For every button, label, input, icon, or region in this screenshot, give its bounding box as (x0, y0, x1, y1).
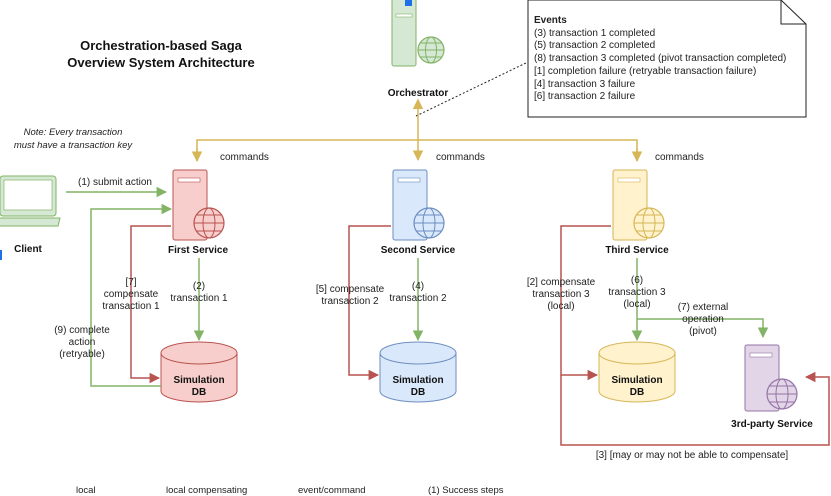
compensate-2-line2: transaction 2 (321, 296, 379, 307)
event-item: [1] completion failure (retryable transa… (534, 66, 756, 77)
first-db-label-line2: DB (192, 387, 206, 398)
commands-label-third: commands (655, 152, 704, 163)
external-operation-line2: operation (682, 314, 724, 325)
note-connector (415, 61, 529, 117)
event-item: [6] transaction 2 failure (534, 91, 636, 102)
second-db-label-line1: Simulation (392, 375, 443, 386)
compensate-2-line1: [5] compensate (316, 284, 385, 295)
note-line2: must have a transaction key (14, 140, 134, 151)
external-operation-arrow (637, 318, 769, 339)
second-db-label-line2: DB (411, 387, 425, 398)
complete-action-line3: (retryable) (59, 349, 105, 360)
first-service-server-icon (172, 169, 225, 241)
legend-event-command: event/command (298, 485, 366, 496)
complete-action-arrow (90, 203, 173, 387)
third-party-service-server-icon (744, 344, 798, 412)
compensate-transaction-1-arrow (130, 225, 171, 384)
complete-action-line2: action (69, 337, 96, 348)
transaction-3-local: (local) (623, 299, 650, 310)
commands-label-first: commands (220, 152, 269, 163)
orchestrator-server-icon (391, 0, 445, 67)
event-item: (8) transaction 3 completed (pivot trans… (534, 53, 786, 64)
third-db-label-line1: Simulation (611, 375, 662, 386)
second-service-server-icon (392, 169, 445, 241)
external-operation-line3: (pivot) (689, 326, 717, 337)
event-item: (5) transaction 2 completed (534, 40, 655, 51)
compensate-transaction-3-arrow (560, 225, 611, 381)
selection-marker (0, 250, 2, 260)
compensate-3-line1: [2] compensate (527, 277, 596, 288)
events-note: Events (3) transaction 1 completed (5) t… (527, 0, 807, 118)
compensate-1-line2: transaction 1 (102, 301, 160, 312)
third-simulation-db-icon (598, 341, 676, 403)
complete-action-line1: (9) complete (54, 325, 110, 336)
commands-label-second: commands (436, 152, 485, 163)
second-service-label: Second Service (381, 245, 456, 256)
transaction-2-label: transaction 2 (389, 293, 447, 304)
diagram-title-line2: Overview System Architecture (67, 55, 254, 70)
compensate-transaction-2-arrow (348, 225, 391, 381)
compensate-1-num: [7] (125, 277, 136, 288)
diagram-title-line1: Orchestration-based Saga (80, 38, 243, 53)
third-party-service-label: 3rd-party Service (731, 419, 813, 430)
first-db-label-line1: Simulation (173, 375, 224, 386)
transaction-2-num: (4) (412, 281, 424, 292)
note-line1: Note: Every transaction (24, 127, 123, 138)
transaction-1-num: (2) (193, 281, 205, 292)
legend-local: local (76, 485, 96, 496)
legend-success-steps: (1) Success steps (428, 485, 504, 496)
event-item: (3) transaction 1 completed (534, 28, 655, 39)
client-label: Client (14, 244, 42, 255)
third-db-label-line2: DB (630, 387, 644, 398)
compensate-3-line3: (local) (547, 301, 574, 312)
third-party-compensate-arrow (560, 371, 830, 446)
submit-action-label: (1) submit action (78, 177, 152, 188)
legend-local-compensating: local compensating (166, 485, 247, 496)
event-item: [4] transaction 3 failure (534, 79, 636, 90)
may-not-compensate-label: [3] [may or may not be able to compensat… (596, 450, 789, 461)
orchestrator-label: Orchestrator (388, 88, 449, 99)
third-service-server-icon (612, 169, 665, 241)
compensate-1-line1: compensate (104, 289, 159, 300)
compensate-3-line2: transaction 3 (532, 289, 590, 300)
first-service-label: First Service (168, 245, 228, 256)
third-service-label: Third Service (605, 245, 669, 256)
first-simulation-db-icon (160, 341, 238, 403)
client-laptop-icon (0, 175, 61, 227)
transaction-3-label: transaction 3 (608, 287, 666, 298)
command-arrows (191, 98, 643, 163)
second-simulation-db-icon (379, 341, 457, 403)
transaction-1-label: transaction 1 (170, 293, 228, 304)
external-operation-line1: (7) external (678, 302, 729, 313)
events-heading: Events (534, 15, 567, 26)
transaction-3-num: (6) (631, 275, 643, 286)
